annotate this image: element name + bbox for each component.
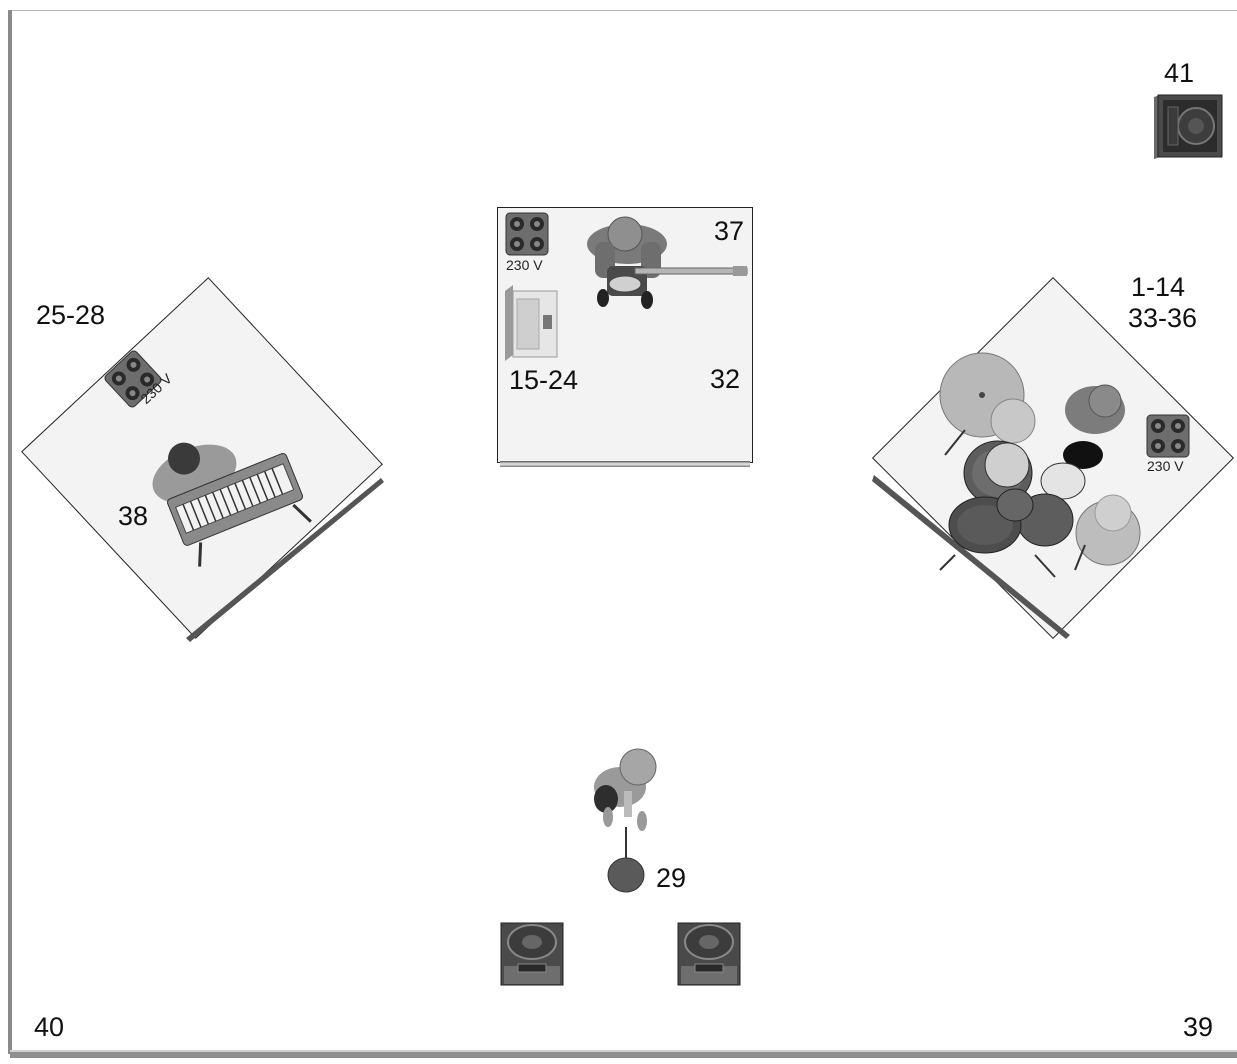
front-left-label: 40 [34, 1014, 64, 1041]
microphone-stand-icon [606, 825, 646, 895]
drums-power-label: 230 V [1147, 459, 1184, 473]
frame-left-edge [8, 10, 12, 1054]
power-outlet-icon [505, 212, 549, 256]
guitar-riser-edge [500, 461, 750, 467]
guitar-channels-label: 15-24 [509, 367, 578, 394]
keys-channels-label: 25-28 [36, 302, 105, 329]
wedge-monitor-icon[interactable] [500, 922, 566, 988]
keys-monitor-label: 38 [118, 503, 148, 530]
power-outlet-icon [1146, 414, 1190, 458]
keyboard-player-icon [145, 420, 315, 570]
vocalist-icon [590, 745, 665, 835]
vocal-channel-label: 29 [656, 865, 686, 892]
sidefill-speaker-icon[interactable] [1154, 95, 1224, 161]
frame-top-edge [10, 10, 1237, 11]
guitar-monitor-label: 37 [714, 218, 744, 245]
frame-bottom-edge [10, 1052, 1237, 1058]
guitar-aux-label: 32 [710, 366, 740, 393]
drum-channels-label-a: 1-14 [1131, 274, 1185, 301]
sidefill-label: 41 [1164, 60, 1194, 87]
drum-channels-label-b: 33-36 [1128, 305, 1197, 332]
laptop-icon [505, 285, 559, 361]
guitar-power-label: 230 V [506, 258, 543, 272]
drummer-icon [935, 355, 1145, 580]
front-right-label: 39 [1183, 1014, 1213, 1041]
wedge-monitor-icon[interactable] [677, 922, 743, 988]
